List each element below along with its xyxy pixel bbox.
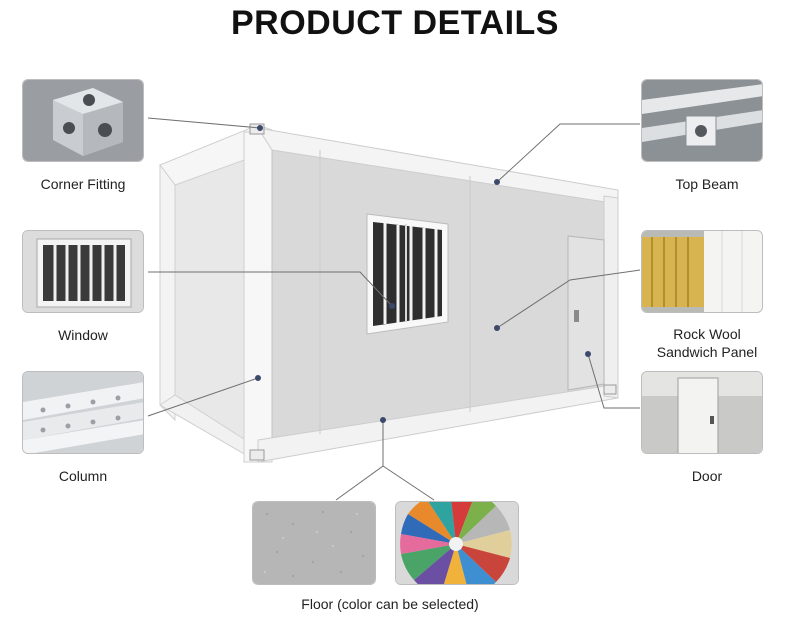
top-beam-image (641, 79, 763, 162)
callout-lines (147, 117, 641, 501)
top-beam-label: Top Beam (675, 176, 739, 192)
corner-fitting-label: Corner Fitting (40, 176, 126, 192)
page-title: PRODUCT DETAILS (231, 4, 559, 42)
container-body (159, 123, 619, 463)
floor-label: Floor (color can be selected) (301, 596, 479, 612)
window-label: Window (58, 327, 108, 343)
door-label: Door (691, 468, 723, 484)
corner-fitting-image (22, 79, 144, 162)
rock-wool-label-line2: Sandwich Panel (656, 344, 758, 360)
callout-dots (255, 125, 591, 423)
column-label: Column (58, 468, 108, 484)
rock-wool-label-line1: Rock Wool (673, 326, 741, 342)
floor-gray-image (252, 501, 376, 585)
rock-wool-panel-image (641, 230, 763, 313)
column-image (22, 371, 144, 454)
floor-colors-image (395, 501, 519, 585)
door-image (641, 371, 763, 454)
window-image (22, 230, 144, 313)
